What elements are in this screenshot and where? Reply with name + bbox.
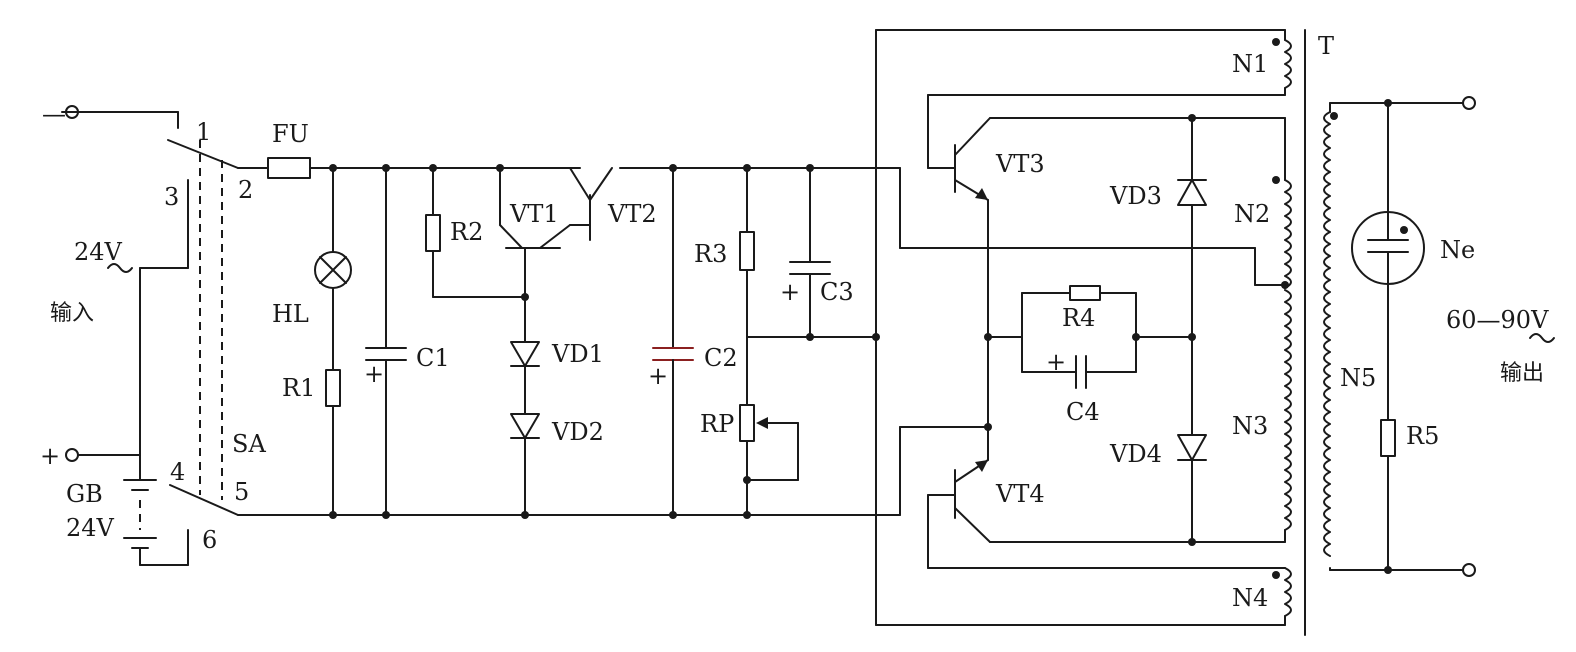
vt4-label: VT4 xyxy=(995,480,1045,508)
transformer-label: T xyxy=(1318,32,1334,60)
n3-label: N3 xyxy=(1232,412,1268,440)
c1-label: C1 xyxy=(416,344,450,372)
main-rails xyxy=(237,157,1286,516)
r4-label: R4 xyxy=(1062,304,1095,332)
switch-label: SA xyxy=(232,430,266,458)
switch-pin-2: 2 xyxy=(238,176,253,204)
diodes-vd3-vd4 xyxy=(1177,117,1207,543)
diodes-vd1-vd2 xyxy=(510,296,540,516)
vd3-label: VD3 xyxy=(1109,182,1162,210)
n1-label: N1 xyxy=(1232,50,1268,78)
battery-voltage-label: 24V xyxy=(66,514,115,542)
n2-label: N2 xyxy=(1234,200,1270,228)
transistor-vt3 xyxy=(927,94,991,428)
capacitor-c2 xyxy=(652,167,694,516)
c3-label: C3 xyxy=(820,278,854,306)
c2-plus: + xyxy=(648,362,668,390)
fuse-label: FU xyxy=(272,120,309,148)
transistor-vt4 xyxy=(927,426,991,569)
resistor-r3-rp xyxy=(739,167,877,516)
output-text-label: 输出 xyxy=(1500,361,1544,386)
junction-dots xyxy=(329,99,1392,574)
capacitor-c1 xyxy=(365,167,407,516)
r2-label: R2 xyxy=(450,218,483,246)
input-text-label: 输入 xyxy=(50,301,94,326)
capacitor-c3 xyxy=(789,167,831,338)
c1-plus: + xyxy=(364,360,384,388)
switch-pin-3: 3 xyxy=(164,183,179,211)
output-voltage-label: 60—90V xyxy=(1446,306,1549,334)
vd2-label: VD2 xyxy=(551,418,604,446)
input-pos-label: + xyxy=(40,442,60,470)
input-neg-label: — xyxy=(42,100,66,128)
lamp-hl xyxy=(314,167,352,516)
transistors-vt1-vt2 xyxy=(499,167,613,298)
resistor-r2 xyxy=(425,167,526,298)
switch-pin-4: 4 xyxy=(170,458,185,486)
transformer-primary xyxy=(875,29,1306,636)
neon-label: Ne xyxy=(1440,236,1475,264)
vt2-label: VT2 xyxy=(607,200,657,228)
c4-plus: + xyxy=(1046,348,1066,376)
vt3-label: VT3 xyxy=(995,150,1045,178)
vd4-label: VD4 xyxy=(1109,440,1162,468)
battery-label: GB xyxy=(66,480,103,508)
n4-label: N4 xyxy=(1232,584,1268,612)
switch-pin-5: 5 xyxy=(234,478,249,506)
r5-label: R5 xyxy=(1406,422,1439,450)
transformer-secondary xyxy=(1323,96,1476,577)
switch-pin-1: 1 xyxy=(196,118,211,146)
c3-plus: + xyxy=(780,278,800,306)
switch-pin-6: 6 xyxy=(202,526,217,554)
r1-label: R1 xyxy=(282,374,315,402)
r4-c4-network xyxy=(987,285,1193,389)
c4-label: C4 xyxy=(1066,398,1100,426)
r3-label: R3 xyxy=(694,240,727,268)
n5-label: N5 xyxy=(1340,364,1376,392)
input-voltage-label: 24V xyxy=(74,238,123,266)
rp-label: RP xyxy=(700,410,734,438)
vd1-label: VD1 xyxy=(551,340,604,368)
c2-label: C2 xyxy=(704,344,738,372)
vt1-label: VT1 xyxy=(509,200,559,228)
input-section xyxy=(61,105,239,566)
lamp-label: HL xyxy=(272,300,309,328)
